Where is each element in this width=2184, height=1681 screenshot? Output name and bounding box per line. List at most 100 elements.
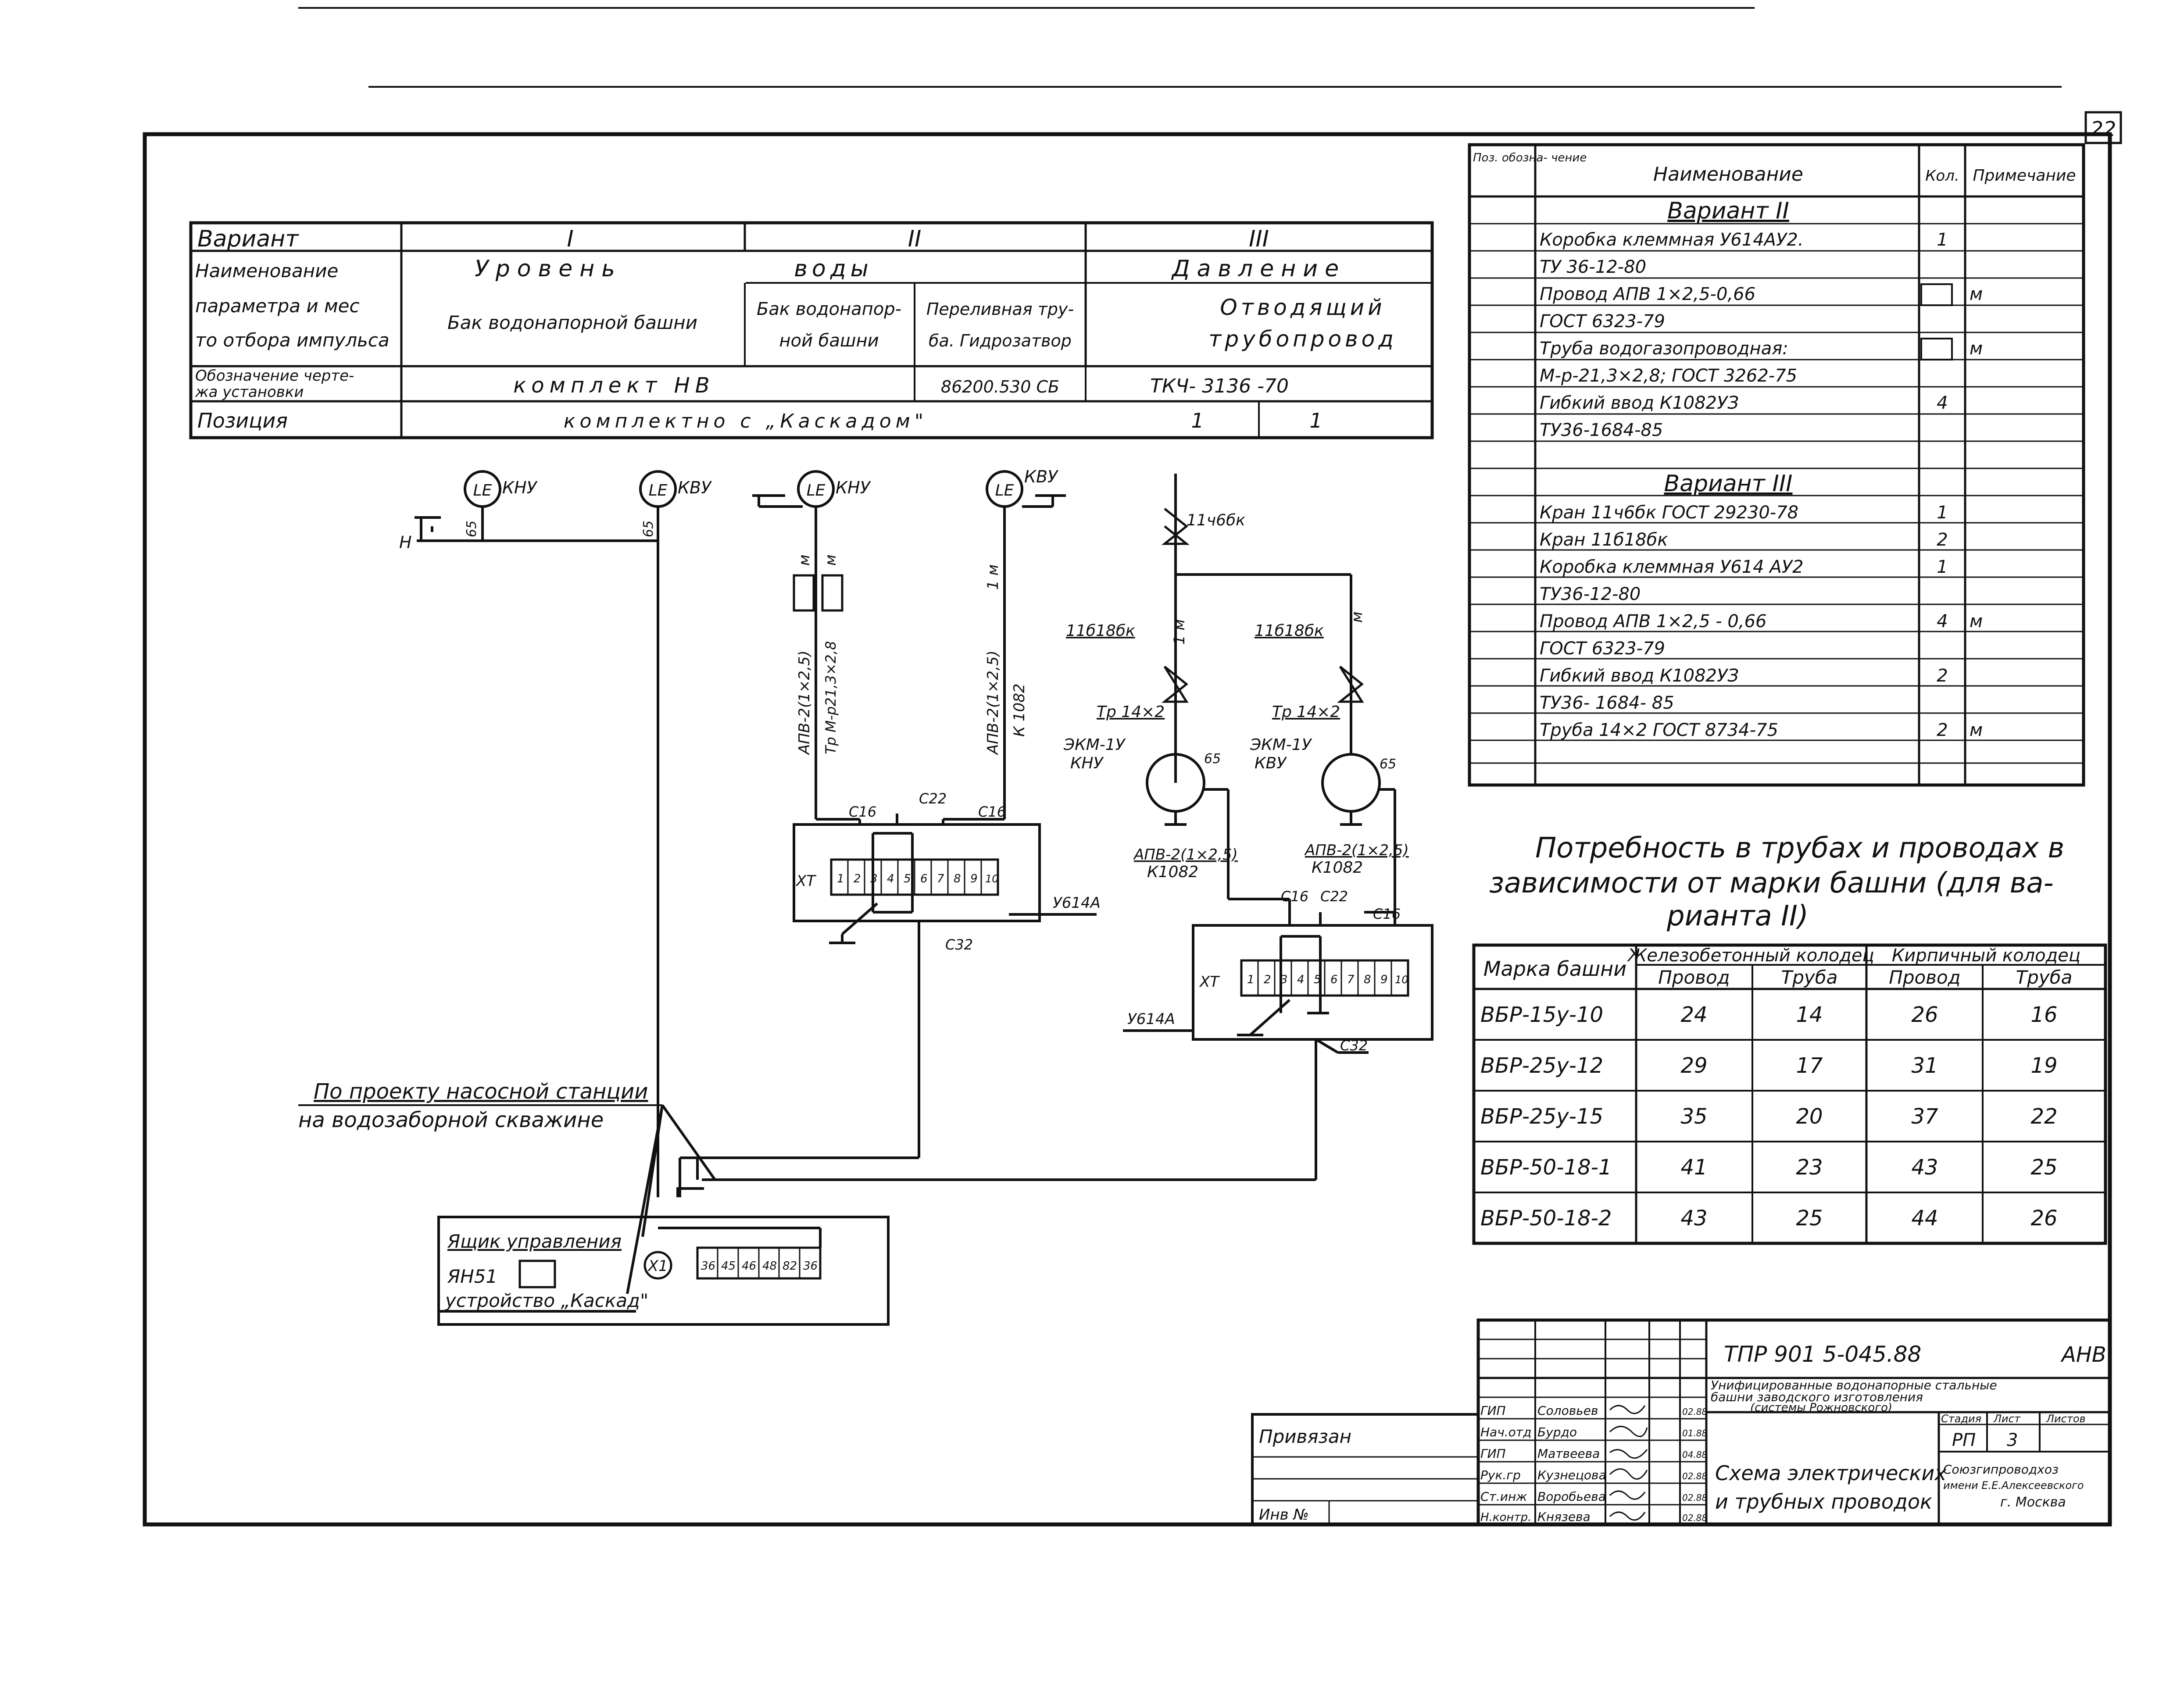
term-2-5: 5 (1314, 973, 1321, 986)
term-1-5: 5 (904, 872, 911, 885)
spec-v3-row-4: Провод АПВ 1×2,5 - 0,66 (1540, 611, 1766, 632)
spec-v2-row-6: Гибкий ввод К1082УЗ (1540, 393, 1739, 413)
c32-1: С32 (945, 936, 973, 953)
sensor-kvu-1: КВУ (678, 478, 712, 497)
tb-role-4: Ст.инж (1480, 1489, 1527, 1504)
scheme-right-labels: 11ч6бк 11б18бк 11б18бк 1 м м Тр 14×2 Тр … (1063, 511, 1409, 1054)
spec-v2-note-4: м (1970, 339, 1983, 359)
m-label-2: м (822, 554, 840, 566)
overflow-2: ба. Гидрозатвор (929, 331, 1072, 350)
term-2-8: 8 (1364, 973, 1371, 986)
needs-group-2: Кирпичный колодец (1892, 946, 2080, 966)
tb-name-5: Князева (1537, 1510, 1591, 1524)
tb-date-1: 01.88 (1682, 1428, 1707, 1438)
signatures (1609, 1405, 1648, 1521)
spec-v3-qty-0: 1 (1937, 503, 1948, 523)
drawing-tkc: ТКЧ- 3136 -70 (1150, 375, 1289, 397)
tb-role-0: ГИП (1480, 1403, 1506, 1418)
tb-org-3: г. Москва (2000, 1495, 2066, 1510)
wire-65-2: 65 (641, 521, 656, 537)
tower-tank: Бак водонапорной башни (447, 312, 697, 333)
param-label-1: Наименование (195, 260, 338, 282)
scheme-right (1123, 474, 1433, 1054)
spec-v3-row-0: Кран 11ч6бк ГОСТ 29230-78 (1540, 503, 1798, 523)
needs-sub-wire-1: Провод (1658, 967, 1730, 988)
tb-desc-1: Унифицированные водонапорные стальные (1711, 1378, 1997, 1392)
box-term-5: 82 (783, 1260, 797, 1273)
valve-main: 11ч6бк (1187, 511, 1245, 529)
tb-name-3: Кузнецова (1537, 1468, 1606, 1482)
term-2-1: 1 (1247, 973, 1255, 986)
cable-left-1: АПВ-2(1×2,5) (796, 650, 813, 755)
wire-65-3: 65 (1204, 751, 1221, 767)
needs-v-4-0: 43 (1680, 1206, 1707, 1231)
cable-k1082-2a: АПВ-2(1×2,5) (1304, 842, 1409, 859)
term-1-8: 8 (954, 872, 961, 885)
ekm-1-knu: КНУ (1070, 754, 1104, 772)
spec-variant2-title: Вариант II (1667, 198, 1789, 224)
box-label-2: ЯН51 (447, 1266, 497, 1287)
tb-desc-3: (системы Рожновского) (1750, 1401, 1892, 1414)
h-mark: Н (399, 533, 412, 552)
needs-v-2-2: 37 (1911, 1104, 1938, 1129)
box-term-1: 36 (701, 1260, 715, 1273)
spec-v2-row-0: Коробка клеммная У614АУ2. (1540, 230, 1804, 250)
spec-v3-row-6: Гибкий ввод К1082УЗ (1540, 666, 1739, 686)
c16-4: С16 (1373, 906, 1401, 922)
ekm-1: ЭКМ-1У (1063, 736, 1126, 754)
scheme-left-labels: LE КНУ LE КВУ LE КНУ LE КВУ Н 65 65 м м … (298, 467, 1101, 1311)
param-label-3: то отбора импульса (195, 329, 390, 351)
le-3: LE (807, 482, 826, 500)
term-2-3: 3 (1280, 973, 1288, 986)
tb-org-2: имени Е.Е.Алексеевского (1943, 1479, 2084, 1492)
c32-2: С32 (1340, 1037, 1368, 1054)
term-1-2: 2 (854, 872, 861, 885)
tb-role-3: Рук.гр (1480, 1468, 1521, 1482)
variant-I: I (567, 226, 573, 252)
spec-v2-qty-0: 1 (1937, 230, 1948, 250)
tb-suffix: АНВ (2060, 1342, 2106, 1367)
needs-v-0-1: 14 (1796, 1003, 1823, 1027)
pipe-14x2-1: Тр 14×2 (1097, 703, 1165, 721)
u614a-1: У614А (1053, 894, 1101, 912)
spec-variant3-title: Вариант III (1664, 471, 1792, 497)
drawing-set: комплект НВ (513, 373, 715, 398)
cable-right-2: К 1082 (1011, 684, 1028, 737)
position-value: комплектно с „Каскадом" (564, 410, 928, 432)
position-1: 1 (1191, 409, 1204, 432)
tank-b1: Бак водонапор- (757, 299, 901, 319)
variant-III: III (1249, 226, 1269, 252)
needs-title-2: зависимости от марки башни (для ва- (1489, 867, 2054, 899)
needs-v-1-2: 31 (1911, 1053, 1938, 1078)
c22-1: С22 (919, 790, 947, 807)
tb-date-3: 02.88 (1682, 1471, 1707, 1481)
ekm-2: ЭКМ-1У (1250, 736, 1312, 754)
needs-v-2-1: 20 (1796, 1104, 1823, 1129)
spec-v2-row-1: ТУ 36-12-80 (1540, 257, 1646, 277)
needs-title-3: рианта II) (1666, 900, 1809, 932)
variant-table: Вариант I II III Наименование параметра … (189, 221, 1434, 439)
needs-sub-pipe-1: Труба (1781, 967, 1838, 988)
needs-title-1: Потребность в трубах и проводах в (1535, 832, 2064, 864)
spec-h-note: Примечание (1973, 167, 2076, 185)
sheet-number-box (2084, 111, 2122, 144)
le-2: LE (649, 482, 668, 500)
cable-k1082-1b: К1082 (1147, 863, 1198, 881)
needs-v-3-3: 25 (2030, 1155, 2057, 1180)
param-label-2: параметра и мес (195, 295, 360, 317)
tb-sheets-h: Листов (2046, 1413, 2086, 1425)
needs-section: Потребность в трубах и проводах в зависи… (1472, 832, 2107, 1245)
tb-sheet-h: Лист (1993, 1413, 2021, 1425)
cable-right-1: АПВ-2(1×2,5) (984, 650, 1002, 755)
position-2: 1 (1309, 409, 1322, 432)
sensor-knu-1: КНУ (502, 478, 538, 497)
spec-table: Поз. обозна- чение Наименование Кол. При… (1468, 143, 2085, 787)
pressure-label: Давление (1171, 256, 1346, 282)
spec-v3-row-2: Коробка клеммная У614 АУ2 (1540, 557, 1804, 577)
needs-mark-4: ВБР-50-18-2 (1480, 1206, 1612, 1231)
needs-v-2-0: 35 (1680, 1104, 1707, 1129)
tb-name-0: Соловьев (1537, 1403, 1598, 1418)
u614a-2: У614А (1127, 1010, 1175, 1028)
term-2-10: 10 (1395, 974, 1408, 986)
